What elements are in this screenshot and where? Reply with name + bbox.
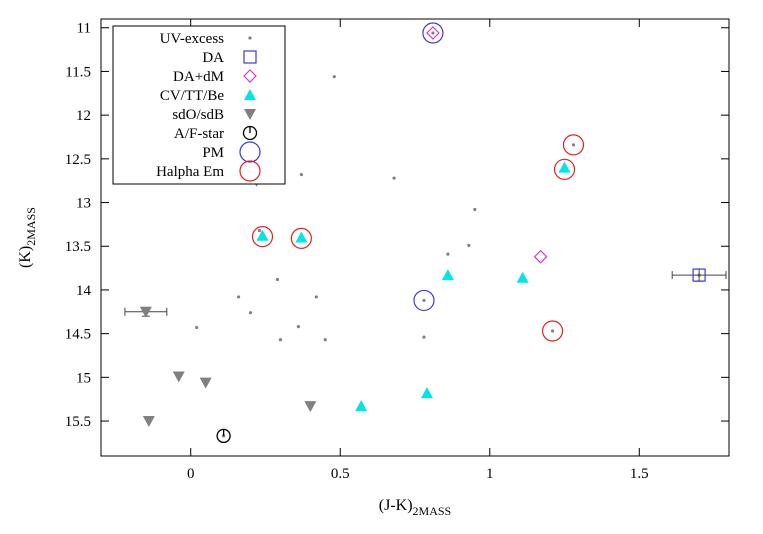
y-tick-label: 13 [76, 196, 91, 212]
y-tick-label: 12 [76, 108, 91, 124]
uv-excess-point [275, 277, 280, 282]
legend-marker-da [243, 50, 257, 64]
halpha-em-point [562, 134, 585, 156]
legend-marker-pm [239, 141, 261, 163]
cv-tt-be-point [420, 387, 433, 399]
uv-excess-point [446, 252, 450, 256]
sdo-sdb-point [142, 416, 155, 428]
uv-excess-point [236, 295, 241, 299]
uv-excess-point [323, 338, 327, 342]
uv-excess-point [296, 325, 300, 329]
plot-frame [100, 18, 730, 457]
y-tick-label: 14 [76, 283, 92, 299]
x-axis-title-subscript: 2MASS [413, 504, 452, 518]
uv-excess-point [248, 311, 253, 315]
legend-marker-a-f-star [242, 125, 258, 141]
halpha-em-point [553, 158, 576, 180]
legend-label-halpha-em: Halpha Em [156, 164, 224, 180]
y-tick-label: 11.5 [65, 64, 91, 80]
legend-marker-sdo-sdb [244, 109, 256, 120]
legend-marker-cv-tt-be [244, 89, 256, 100]
a-f-star-point [216, 428, 231, 444]
legend-box [112, 25, 286, 185]
x-tick-label: 1.5 [630, 466, 649, 482]
cv-tt-be-point [441, 269, 454, 281]
y-axis-title-subscript: 2MASS [24, 207, 38, 246]
pm-point [413, 289, 435, 312]
uv-excess-point [257, 228, 262, 233]
cv-tt-be-point [295, 231, 308, 243]
uv-excess-point [467, 243, 471, 247]
x-tick-label: 0 [187, 466, 195, 482]
y-tick-label: 11 [77, 21, 91, 37]
uv-excess-point [571, 143, 576, 147]
legend-label-da-dm: DA+dM [173, 69, 224, 85]
halpha-em-point [251, 226, 274, 248]
legend-marker-da-dm [243, 69, 257, 83]
uv-excess-point [422, 298, 426, 303]
sdo-sdb-point [304, 401, 317, 413]
legend-label-pm: PM [202, 145, 224, 161]
uv-excess-point [195, 325, 199, 330]
legend-label-cv-tt-be: CV/TT/Be [160, 88, 225, 104]
sdo-sdb-point [172, 371, 185, 383]
da-point [692, 268, 706, 282]
legend-label-da: DA [202, 50, 224, 66]
y-tick-label: 12.5 [65, 152, 91, 168]
uv-excess-point [422, 335, 426, 339]
y-tick-label: 14.5 [65, 327, 91, 343]
sdo-sdb-point [139, 306, 152, 318]
cv-tt-be-point [256, 229, 269, 241]
uv-excess-point [278, 338, 283, 342]
uv-excess-point [332, 75, 336, 79]
y-tick-label: 15 [76, 370, 91, 386]
legend-marker-uv-excess [248, 36, 252, 40]
legend-label-sdo-sdb: sdO/sdB [172, 107, 224, 123]
y-axis-title: (K)2MASS [17, 207, 38, 268]
pm-point [422, 22, 444, 44]
sdo-sdb-point [199, 377, 212, 389]
da-dm-point [426, 26, 440, 40]
legend-label-a-f-star: A/F-star [174, 126, 224, 142]
uv-excess-point [550, 329, 555, 333]
y-tick-label: 13.5 [65, 239, 91, 255]
uv-excess-point [392, 176, 396, 180]
uv-excess-point [314, 295, 318, 299]
halpha-em-point [290, 227, 312, 249]
uv-excess-point [299, 172, 303, 177]
da-error-bar [671, 268, 727, 282]
da-dm-point [533, 249, 548, 264]
x-axis-title: (J-K)2MASS [379, 497, 451, 518]
legend-marker-halpha-em [239, 160, 261, 182]
y-tick-label: 15.5 [65, 414, 91, 430]
legend-label-uv-excess: UV-excess [160, 31, 225, 47]
x-tick-label: 1 [486, 466, 494, 482]
cv-tt-be-point [355, 400, 368, 412]
halpha-em-point [541, 320, 564, 342]
cv-tt-be-point [558, 161, 571, 173]
cv-tt-be-point [516, 271, 529, 283]
x-tick-label: 0.5 [331, 466, 350, 482]
uv-excess-point [473, 207, 477, 212]
uv-excess-point [431, 31, 435, 35]
